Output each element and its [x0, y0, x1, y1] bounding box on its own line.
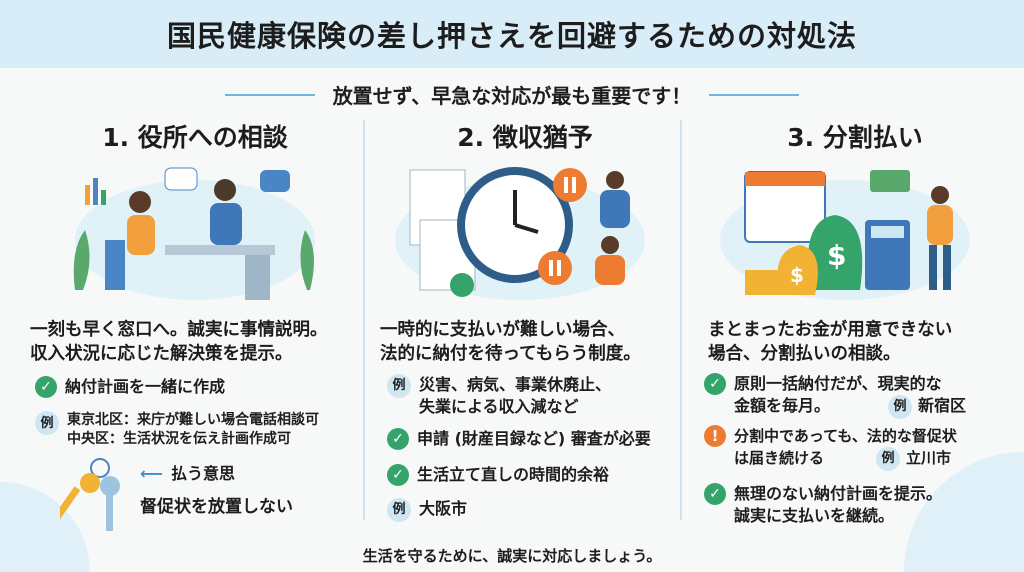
installment-illustration: $ $	[720, 170, 970, 300]
example-text: 失業による収入減など	[419, 397, 579, 416]
example-text: 中央区：生活状況を伝え計画作成可	[67, 431, 291, 447]
lead-line: 一刻も早く窓口へ。誠実に事情説明。	[30, 320, 328, 340]
example-text: 災害、病気、事業休廃止、	[419, 375, 612, 394]
check-icon: ✓	[35, 376, 57, 398]
example-item: 例大阪市	[387, 498, 467, 522]
svg-text:$: $	[790, 263, 804, 287]
lead-text: 一時的に支払いが難しい場合、法的に納付を待ってもらう制度。	[380, 318, 641, 366]
example-badge: 例	[35, 411, 59, 435]
column-installments: 3. 分割払い $ $ まとまったお金が用意できない場合、分割払いの相談。 ✓ 原…	[700, 118, 1010, 525]
arrow-left-icon: ⟵	[140, 464, 163, 483]
column-heading: 3. 分割払い	[787, 123, 923, 152]
lead-line: 場合、分割払いの相談。	[708, 344, 901, 364]
example-text: 立川市	[906, 449, 952, 467]
subtitle-row: 放置せず、早急な対応が最も重要です！	[0, 80, 1024, 109]
example-text: 東京北区：来庁が難しい場合電話相談可	[67, 412, 319, 428]
column-divider	[363, 120, 365, 520]
example-badge: 例	[387, 374, 411, 398]
column-postponement: 2. 徴収猶予 一時的に支払いが難しい場合、法的に納付を待ってもらう制度。 例災…	[375, 118, 675, 522]
check-item: ✓ 原則一括納付だが、現実的な金額を毎月。 例新宿区	[704, 373, 966, 419]
check-text: 無理のない納付計画を提示。	[734, 484, 943, 503]
lead-line: 収入状況に応じた解決策を提示。	[30, 344, 293, 364]
example-badge: 例	[387, 498, 411, 522]
check-text: 生活立て直しの時間的余裕	[417, 465, 610, 484]
check-item: ✓ 納付計画を一緒に作成	[35, 376, 225, 398]
example-item: 例災害、病気、事業休廃止、失業による収入減など	[387, 374, 611, 418]
example-badge: 例	[888, 395, 913, 419]
svg-text:$: $	[827, 239, 846, 272]
lead-line: 一時的に支払いが難しい場合、	[380, 320, 625, 340]
lead-line: まとまったお金が用意できない	[708, 320, 953, 340]
example-item: 例東京北区：来庁が難しい場合電話相談可中央区：生活状況を伝え計画作成可	[35, 411, 319, 449]
lead-line: 法的に納付を待ってもらう制度。	[380, 344, 641, 364]
check-item: ✓ 申請 (財産目録など) 審査が必要	[387, 428, 651, 450]
check-text: 誠実に支払いを継続。	[734, 506, 895, 525]
arrow-note: ⟵ 払う意思	[140, 463, 235, 485]
keys-icon	[60, 458, 120, 531]
lead-text: 一刻も早く窓口へ。誠実に事情説明。収入状況に応じた解決策を提示。	[30, 318, 328, 366]
check-text: 申請 (財産目録など) 審査が必要	[417, 429, 651, 448]
lead-text: まとまったお金が用意できない場合、分割払いの相談。	[708, 318, 952, 366]
example-text: 新宿区	[918, 396, 967, 415]
check-icon: ✓	[387, 464, 409, 486]
page-title: 国民健康保険の差し押さえを回避するための対処法	[166, 19, 857, 53]
warning-item: ! 分割中であっても、法的な督促状は届き続ける 例立川市	[704, 425, 957, 471]
column-divider	[680, 120, 682, 520]
example-badge: 例	[876, 447, 901, 471]
footer-text: 生活を守るために、誠実に対応しましょう。	[362, 547, 662, 565]
check-icon: ✓	[704, 483, 726, 505]
check-item: ✓ 無理のない納付計画を提示。誠実に支払いを継続。	[704, 483, 942, 527]
check-item: ✓ 生活立て直しの時間的余裕	[387, 464, 609, 486]
check-text: 金額を毎月。	[734, 396, 831, 415]
check-icon: ✓	[387, 428, 409, 450]
title-bar: 国民健康保険の差し押さえを回避するための対処法	[0, 0, 1024, 68]
divider	[709, 93, 800, 96]
column-heading: 2. 徴収猶予	[457, 123, 593, 152]
warning-text: は届き続ける	[734, 449, 825, 467]
divider	[224, 93, 315, 96]
column-heading: 1. 役所への相談	[102, 123, 288, 152]
clock-illustration	[395, 167, 645, 300]
warning-text: 分割中であっても、法的な督促状	[734, 427, 957, 445]
column-consultation: 1. 役所への相談 一刻も早く窓口へ。誠実に事情説明。収入状況に応じた解決策を提…	[30, 118, 350, 531]
example-text: 大阪市	[419, 499, 468, 518]
warning-icon: !	[704, 425, 726, 447]
subtitle: 放置せず、早急な対応が最も重要です！	[332, 84, 692, 108]
check-text: 原則一括納付だが、現実的な	[734, 374, 942, 393]
arrow-label: 払う意思	[170, 464, 235, 483]
check-icon: ✓	[704, 373, 726, 395]
key-label: 督促状を放置しない	[140, 497, 293, 517]
check-text: 納付計画を一緒に作成	[65, 377, 226, 396]
consultation-illustration	[73, 167, 315, 300]
